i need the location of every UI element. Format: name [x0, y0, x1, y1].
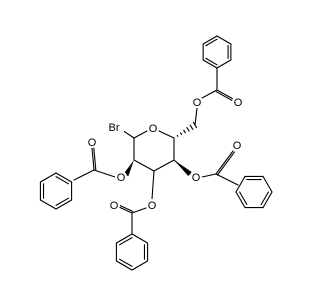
bromine-label: Br — [109, 122, 120, 134]
benzene-c3-ring-bond — [115, 260, 133, 271]
ester-oxygen-c2-label: O — [117, 172, 126, 184]
carbonyl-double-c4 — [215, 150, 234, 175]
ring-bond-o5-c5 — [158, 130, 175, 139]
bond-carbonyl-ph-c2 — [73, 169, 95, 181]
benzene-c2-ring-bond — [39, 172, 57, 183]
benzene-c6-ring-bond — [216, 59, 232, 69]
benzene-c6-ring-double — [205, 38, 218, 47]
carbonyl-oxygen-c3-label: O — [110, 200, 119, 212]
ester-oxygen-c6-bg — [191, 96, 203, 108]
benzene-c6-ring-bond — [202, 59, 218, 69]
ring-oxygen-label: O — [149, 123, 158, 135]
carbonyl-oxygen-c3-bg — [108, 199, 120, 211]
ring-bond-c1-o5 — [133, 130, 148, 139]
stereo-bond-layer — [123, 121, 198, 177]
hash-segment — [189, 124, 194, 130]
wedge-c2-o — [123, 160, 134, 177]
ester-oxygen-c4-bg — [190, 171, 202, 183]
ester-oxygen-c3-bg — [146, 199, 158, 211]
bromine-bg — [104, 120, 124, 133]
hash-segment — [186, 127, 190, 132]
benzene-c3-ring-double — [118, 237, 133, 246]
benzene-c4-ring-bond — [262, 191, 273, 209]
benzene-c4-ring-bond — [235, 175, 246, 193]
molecule-drawing: O Br O O O O O O O O — [39, 35, 273, 271]
benzene-c4-ring-bond — [235, 191, 246, 209]
carbonyl-double-c6 — [216, 89, 234, 100]
carbonyl-double-c3 — [118, 206, 133, 214]
bond-o-carbonyl-c2 — [93, 169, 116, 178]
ester-oxygen-c6-label: O — [193, 97, 202, 109]
bond-layer — [39, 35, 273, 271]
ring-oxygen-bg — [147, 122, 159, 134]
bond-c3-o — [151, 170, 155, 200]
ester-oxygen-c2-bg — [115, 171, 127, 183]
bond-o-carbonyl-c6 — [201, 89, 218, 99]
carbonyl-double-c2 — [93, 147, 97, 171]
benzene-c3-ring-double — [118, 258, 133, 267]
benzene-c4-ring-double — [260, 191, 269, 206]
benzene-c3-ring-bond — [131, 260, 149, 271]
hash-segment — [179, 132, 183, 136]
benzene-c3-ring-bond — [131, 233, 149, 244]
bond-o-carbonyl-c4 — [201, 173, 217, 178]
wedge-c4-o — [174, 160, 192, 176]
carbonyl-oxygen-c6-bg — [232, 96, 244, 108]
benzene-c4-ring-bond — [262, 175, 273, 193]
carbonyl-double-c6 — [215, 91, 233, 102]
atom-label-layer: O Br O O O O O O O O — [86, 96, 244, 212]
benzene-c6-ring-double — [205, 57, 218, 66]
carbonyl-double-c2 — [91, 147, 95, 171]
hash-segment — [176, 134, 179, 137]
benzene-c2-ring-bond — [39, 199, 57, 210]
carbonyl-oxygen-c4-label: O — [233, 140, 242, 152]
benzene-c2-ring-double — [55, 197, 70, 206]
ring-bond-c3-c2 — [133, 159, 155, 172]
bond-o-carbonyl-c3 — [131, 207, 147, 214]
carbonyl-oxygen-c2-bg — [86, 136, 98, 148]
structure-canvas: O Br O O O O O O O O — [39, 35, 273, 271]
benzene-c3-ring-bond — [115, 233, 133, 244]
bond-c6-o — [194, 107, 198, 126]
carbonyl-oxygen-c4-bg — [231, 139, 243, 151]
benzene-c4-ring-double — [239, 191, 248, 206]
ring-bond-c4-c3 — [153, 159, 175, 172]
ester-oxygen-c4-label: O — [192, 172, 201, 184]
benzene-c2-ring-bond — [55, 199, 73, 210]
benzene-c6-ring-bond — [202, 35, 218, 45]
carbonyl-oxygen-c2-label: O — [88, 137, 97, 149]
stereo-bond-c5-c6 — [176, 121, 198, 137]
carbonyl-double-c4 — [216, 151, 235, 176]
hash-segment — [192, 121, 198, 129]
carbonyl-oxygen-c6-label: O — [234, 97, 243, 109]
benzene-c6-ring-bond — [216, 35, 232, 45]
bond-carbonyl-ph-c4 — [215, 173, 239, 186]
benzene-c2-ring-bond — [55, 172, 73, 183]
ester-oxygen-c3-label: O — [148, 200, 157, 212]
carbonyl-double-c3 — [119, 204, 134, 212]
hash-segment — [183, 129, 186, 134]
benzene-c2-ring-double — [55, 176, 70, 185]
